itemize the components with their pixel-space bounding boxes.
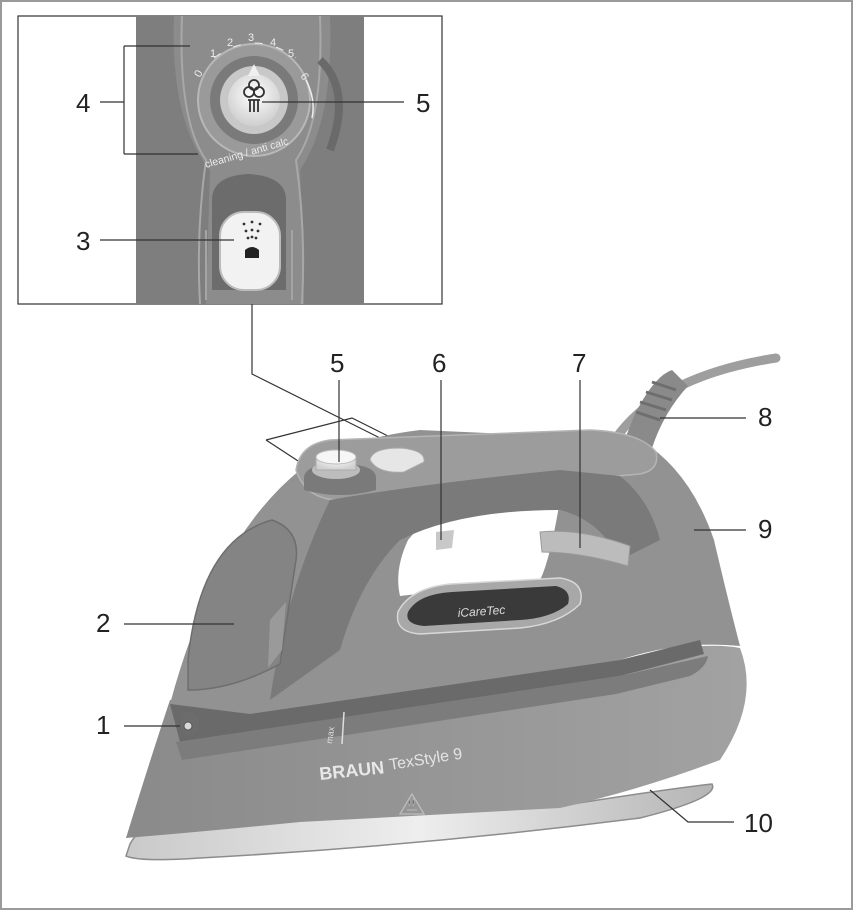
dial-scale-2: 2 [227, 37, 233, 49]
callouts: 5 6 7 8 9 2 1 10 [96, 348, 773, 838]
dial-scale-5: 5 [288, 48, 294, 60]
callout-5: 5 [330, 348, 344, 378]
spray-icon [242, 220, 262, 258]
steam-icon [243, 79, 265, 112]
callout-2: 2 [96, 608, 110, 638]
dial-scale-1: 1 [210, 48, 216, 60]
callout-4: 4 [76, 88, 90, 118]
dial-scale-6: 6 [298, 71, 311, 83]
callout-7: 7 [572, 348, 586, 378]
callout-6: 6 [432, 348, 446, 378]
soleplate-badge: iCareTec [457, 603, 505, 620]
iron-illustration: iCareTec max BRAUN TexStyle 9 [125, 353, 781, 861]
water-max-label: max [324, 726, 336, 745]
dial-scale-4: 4 [270, 37, 276, 49]
callout-9: 9 [758, 514, 772, 544]
hot-surface-warning-icon [398, 792, 426, 815]
callout-5-inset: 5 [416, 88, 430, 118]
callout-10: 10 [744, 808, 773, 838]
callout-1: 1 [96, 710, 110, 740]
callout-8: 8 [758, 402, 772, 432]
dial-scale-3: 3 [248, 32, 254, 44]
callout-3: 3 [76, 226, 90, 256]
inset-panel: 0 1 2 3 4 5 6 cleaning / anti calc [17, 15, 443, 305]
dial-scale-0: 0 [192, 68, 205, 79]
